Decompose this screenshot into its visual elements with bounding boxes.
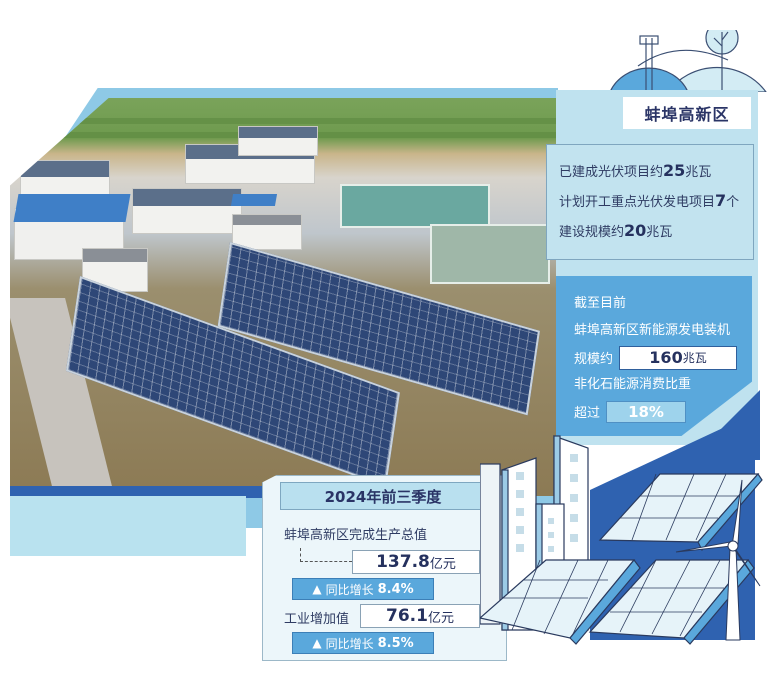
capacity-intro: 截至目前 [574, 296, 627, 311]
field-stripe [10, 118, 558, 124]
nonfossil-ratio-value: 18% [606, 400, 687, 423]
aerial-solar-photo [10, 98, 558, 496]
blue-roof [13, 194, 131, 222]
output-label: 蚌埠高新区完成生产总值 [284, 528, 428, 543]
planned-scale-value: 20 [624, 221, 647, 240]
wind-turbine-icon [675, 479, 761, 641]
building [82, 248, 148, 292]
up-arrow-icon: ▲ [312, 582, 322, 596]
solar-city-illustration [480, 420, 763, 645]
nonfossil-label: 非化石能源消费比重 [574, 377, 692, 392]
building [238, 126, 318, 156]
planned-count-value: 7 [715, 191, 727, 210]
water-tank [430, 224, 550, 284]
industry-label: 工业增加值 [284, 612, 350, 627]
park-emblem-icon [609, 30, 767, 92]
decorative-block [10, 496, 246, 556]
building [132, 188, 242, 234]
capacity-subject: 蚌埠高新区新能源发电装机 [574, 323, 731, 338]
nonfossil-ratio-row: 超过 18% [574, 398, 752, 425]
building [232, 214, 302, 250]
solar-projects-box: 已建成光伏项目约25兆瓦 计划开工重点光伏发电项目7个 建设规模约20兆瓦 [546, 144, 754, 260]
water-tank [340, 184, 490, 228]
quarter-title: 2024年前三季度 [280, 482, 486, 510]
planned-projects-line: 计划开工重点光伏发电项目7个 [559, 191, 740, 210]
built-capacity-value: 25 [663, 161, 686, 180]
up-arrow-icon: ▲ [312, 636, 322, 650]
dashed-connector [300, 548, 352, 562]
planned-scale-line: 建设规模约20兆瓦 [559, 221, 673, 240]
blue-roof [230, 194, 278, 206]
built-projects-line: 已建成光伏项目约25兆瓦 [559, 161, 712, 180]
region-title: 蚌埠高新区 [623, 97, 751, 129]
decorative-strip [10, 486, 290, 498]
